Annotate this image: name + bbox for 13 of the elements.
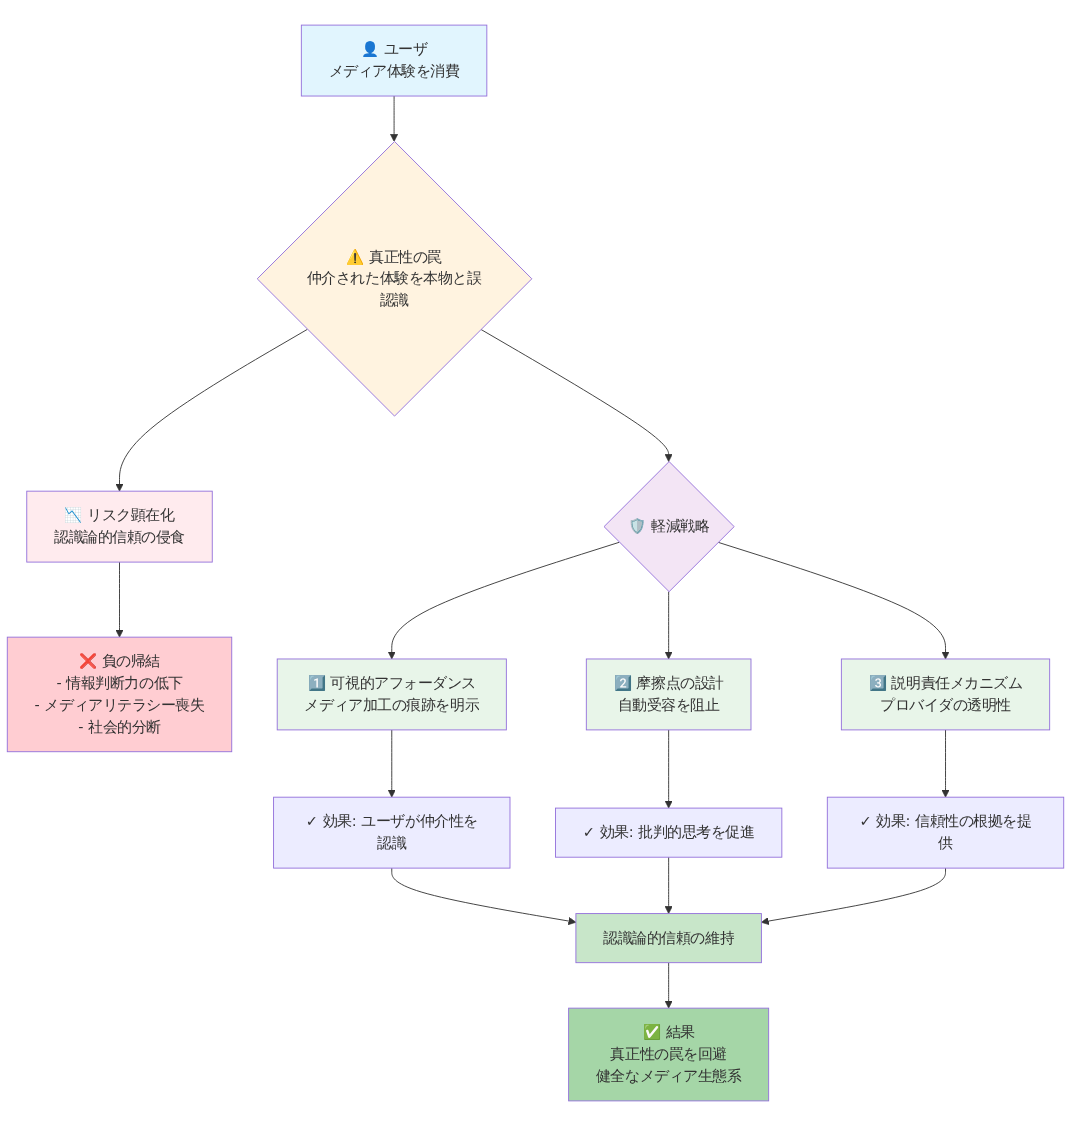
node-box: ✅ 結果 真正性の罠を回避 健全なメディア生態系 xyxy=(568,1007,770,1102)
node-diamond: ⚠ 真正性の罠 仲介された体験を本物と誤認識 xyxy=(256,141,533,417)
node-box: 2⃣ 摩擦点の設計 自動受容を阻止 xyxy=(585,658,752,731)
node-diamond: 🛡 軽減戦略 xyxy=(603,461,735,593)
node-box: ✓ 効果: 批判的思考を促進 xyxy=(555,807,783,858)
node-box: 👤 ユーザ メディア体験を消費 xyxy=(300,24,488,97)
node-box: 1⃣ 可視的アフォーダンス メディア加工の痕跡を明示 xyxy=(276,658,507,731)
node-box: 認識論的信頼の維持 xyxy=(575,913,762,964)
node-box: ❌ 負の帰結 - 情報判断力の低下 - メディアリテラシー喪失 - 社会的分断 xyxy=(6,636,233,753)
node-box: ✓ 効果: ユーザが仲介性を認識 xyxy=(273,796,511,869)
node-box: 3⃣ 説明責任メカニズム プロバイダの透明性 xyxy=(840,658,1051,731)
node-box: 📉 リスク顕在化 認識論的信頼の侵食 xyxy=(26,490,213,563)
node-box: ✓ 効果: 信頼性の根拠を提供 xyxy=(826,796,1065,869)
